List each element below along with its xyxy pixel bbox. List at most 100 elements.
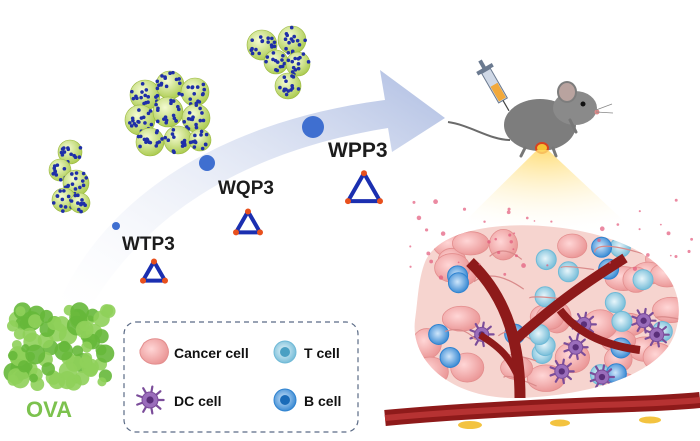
speck (638, 210, 641, 213)
particle-dot (188, 97, 193, 101)
particle-dot (290, 70, 295, 74)
particle-dot (295, 38, 300, 43)
cancer-cell (649, 262, 679, 288)
label-ova: OVA (26, 397, 72, 422)
vessel-branch-left (466, 258, 526, 399)
particle-dot (296, 66, 301, 71)
speck (632, 266, 637, 271)
triangle-outline (234, 209, 262, 235)
particle-dot (296, 57, 301, 61)
particle-dot (266, 36, 270, 41)
ova-fragment (74, 370, 90, 386)
vessel-platelet (458, 421, 482, 429)
particle-dot (66, 183, 71, 188)
wqp3-triangle-icon (233, 208, 263, 236)
particle-dot (143, 121, 147, 125)
particle-dot (74, 176, 78, 181)
particle-dot (168, 71, 172, 76)
particle-dot (69, 152, 73, 157)
particle-dot (73, 187, 78, 191)
particle-dot (193, 140, 198, 145)
syringe-flange (476, 62, 494, 76)
dc-cell-icon (136, 385, 165, 415)
wpp3-particle-cluster (246, 25, 311, 100)
particle-dot (293, 56, 297, 61)
particle-dot (164, 84, 169, 89)
speck (429, 259, 434, 264)
particle-dot (273, 58, 278, 63)
particle-dot (199, 129, 204, 134)
ova-fragment (102, 304, 116, 318)
ova-fragment (29, 373, 38, 383)
particle-dot (76, 201, 80, 205)
particle-dot (73, 193, 78, 198)
particle-dot (137, 108, 141, 112)
particle-dot (156, 108, 160, 113)
particle-dot (192, 91, 197, 96)
mouse-legs (519, 118, 578, 158)
dc-nucleus (653, 331, 660, 338)
particle-dot (257, 51, 261, 56)
particle-dot (260, 39, 265, 43)
particle-dot (135, 96, 139, 101)
particle-dot (54, 173, 59, 177)
ova-fragment (7, 320, 19, 332)
particle-dot (148, 109, 153, 113)
speck (550, 220, 553, 223)
ova-fragment (17, 360, 31, 373)
legend-t-label: T cell (304, 345, 340, 361)
particle-dot (180, 92, 184, 97)
speck (494, 237, 497, 241)
legend-dc-label: DC cell (174, 393, 221, 409)
particle-dot (53, 169, 57, 173)
ova-fragment (28, 314, 42, 329)
speck (457, 261, 460, 264)
particle-dot (306, 60, 311, 64)
particle-dot (186, 116, 191, 121)
process-arrow (60, 70, 445, 305)
particle-dot (176, 104, 180, 109)
particle-dot (154, 130, 159, 135)
particle-dot (280, 58, 284, 62)
speck (440, 231, 446, 236)
particle-dot (131, 96, 136, 101)
speck (507, 207, 511, 211)
speck (426, 251, 431, 256)
stroma-fiber (655, 316, 679, 323)
ova-fragment (79, 321, 90, 332)
particle-dot (193, 133, 197, 138)
particle-dot (148, 140, 153, 145)
triangle-vertex (345, 198, 351, 205)
speck (597, 238, 601, 243)
particle-dot (187, 110, 192, 115)
t-cell (535, 249, 557, 271)
particle-dot (258, 35, 263, 39)
ova-fragment (15, 306, 26, 317)
t-cell (611, 310, 633, 332)
particle-dot (169, 101, 173, 106)
tumor-icon (384, 225, 700, 429)
stroma-fiber (560, 266, 594, 271)
particle-dot (174, 77, 179, 82)
speck (690, 237, 694, 241)
particle-dot (188, 140, 193, 145)
stroma-fiber (528, 296, 561, 300)
particle-dot (200, 146, 205, 151)
ova-fragment (11, 339, 22, 350)
legend-box (123, 321, 359, 433)
speck (646, 253, 650, 257)
cancer-cell (488, 228, 518, 261)
b-cell (428, 323, 450, 345)
speck (508, 233, 512, 237)
stroma-fiber (473, 275, 525, 290)
particle-dot (155, 86, 160, 91)
stroma-fiber (489, 250, 523, 260)
particle-dot (204, 132, 209, 137)
particle-sphere (180, 77, 210, 107)
particle-dot (195, 85, 200, 89)
ova-fragment (94, 329, 109, 344)
particle-dot (250, 51, 255, 56)
syringe-icon (476, 59, 510, 112)
arrow-dot-large (302, 116, 324, 138)
